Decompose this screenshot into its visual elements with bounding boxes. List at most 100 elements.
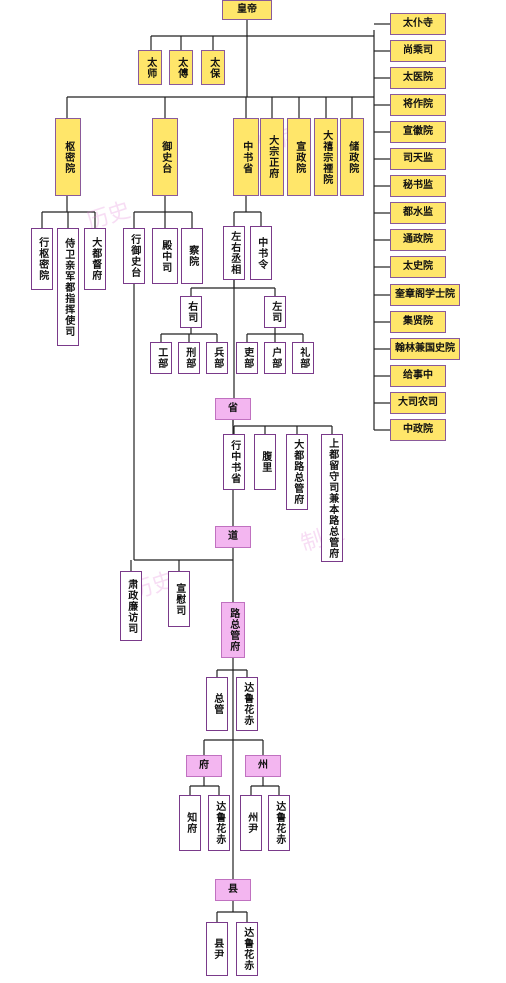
node-daluhuachi-zhou: 达鲁花赤 [268, 795, 290, 851]
node-bingbu: 兵部 [206, 342, 228, 374]
node-label: 宣慰司 [173, 582, 185, 616]
node-label: 翰林兼国史院 [395, 343, 455, 355]
node-libu: 吏部 [236, 342, 258, 374]
node-taishi: 太师 [138, 50, 162, 85]
node-zhou: 州 [245, 755, 281, 777]
node-label: 礼部 [297, 347, 309, 369]
node-fuli: 腹里 [254, 434, 276, 490]
right-list-item: 秘书监 [390, 175, 446, 197]
node-taibao: 太保 [201, 50, 225, 85]
node-luzongguanfu: 路总管府 [221, 602, 245, 658]
node-shangdu: 上都留守司兼本路总管府 [321, 434, 343, 562]
node-zhongshuling: 中书令 [250, 226, 272, 280]
node-label: 达鲁花赤 [213, 801, 225, 845]
right-list-item: 宣徽院 [390, 121, 446, 143]
node-daluhuachi-lu: 达鲁花赤 [236, 677, 258, 731]
node-xingbu: 刑部 [178, 342, 200, 374]
right-list-item: 尚乘司 [390, 40, 446, 62]
node-label: 县 [228, 884, 238, 896]
node-yousi: 右司 [180, 296, 202, 328]
node-label: 行中书省 [228, 440, 240, 484]
node-shiwei: 侍卫亲军都指挥使司 [57, 228, 79, 346]
right-list-item: 司天监 [390, 148, 446, 170]
right-list-item: 通政院 [390, 229, 446, 251]
node-label: 储政院 [346, 140, 358, 174]
node-daluhuachi-xian: 达鲁花赤 [236, 922, 258, 976]
node-xingzhongshusheng: 行中书省 [223, 434, 245, 490]
node-xian: 县 [215, 879, 251, 901]
node-gongbu: 工部 [150, 342, 172, 374]
node-label: 府 [199, 760, 209, 772]
node-chayuan: 察院 [181, 228, 203, 284]
node-label: 右司 [185, 301, 197, 323]
node-taifu: 太傅 [169, 50, 193, 85]
node-label: 中书省 [240, 140, 252, 174]
node-label: 太仆寺 [403, 18, 433, 30]
node-shumiyuan: 枢密院 [55, 118, 81, 196]
node-label: 集贤院 [403, 316, 433, 328]
node-label: 给事中 [403, 370, 433, 382]
node-xuanzhengyuan: 宣政院 [287, 118, 311, 196]
node-label: 太史院 [403, 261, 433, 273]
node-dazongzhengfu: 大宗正府 [260, 118, 284, 196]
node-label: 太保 [207, 56, 219, 79]
node-xianyin: 县尹 [206, 922, 228, 976]
node-xingshumiyuan: 行枢密院 [31, 228, 53, 290]
node-xuanweisi: 宣慰司 [168, 571, 190, 627]
node-chuzhengyuan: 储政院 [340, 118, 364, 196]
node-zuoyouchengxiang: 左右丞相 [223, 226, 245, 280]
node-zuosi: 左司 [264, 296, 286, 328]
right-list-item: 翰林兼国史院 [390, 338, 460, 360]
node-dazhizongyingyuan: 大禧宗禋院 [314, 118, 338, 196]
node-label: 州尹 [245, 812, 257, 834]
node-label: 察院 [186, 245, 198, 267]
node-label: 奎章阁学士院 [395, 289, 455, 301]
right-list-item: 太仆寺 [390, 13, 446, 35]
node-label: 达鲁花赤 [241, 682, 253, 726]
node-label: 侍卫亲军都指挥使司 [62, 237, 74, 337]
node-label: 皇帝 [237, 4, 257, 16]
node-label: 大司农司 [398, 397, 438, 409]
node-label: 太傅 [175, 56, 187, 79]
node-hubu: 户部 [264, 342, 286, 374]
right-list-item: 奎章阁学士院 [390, 284, 460, 306]
node-label: 行枢密院 [36, 237, 48, 281]
right-list-item: 中政院 [390, 419, 446, 441]
node-label: 左右丞相 [228, 231, 240, 275]
right-list-item: 都水监 [390, 202, 446, 224]
node-label: 太师 [144, 56, 156, 79]
node-suzheng: 肃政廉访司 [120, 571, 142, 641]
node-emperor: 皇帝 [222, 0, 272, 20]
node-label: 上都留守司兼本路总管府 [326, 437, 338, 559]
right-list-item: 将作院 [390, 94, 446, 116]
node-label: 肃政廉访司 [125, 578, 137, 634]
node-label: 都水监 [403, 207, 433, 219]
node-sheng: 省 [215, 398, 251, 420]
node-label: 吏部 [241, 347, 253, 369]
node-label: 兵部 [211, 347, 223, 369]
node-dianzhongsi: 殿中司 [152, 228, 178, 284]
node-label: 宣政院 [293, 140, 305, 174]
node-label: 大宗正府 [266, 135, 278, 179]
node-label: 通政院 [403, 234, 433, 246]
node-label: 州 [258, 760, 268, 772]
node-zhongshusheng: 中书省 [233, 118, 259, 196]
node-label: 中政院 [403, 424, 433, 436]
node-fu: 府 [186, 755, 222, 777]
node-libu2: 礼部 [292, 342, 314, 374]
node-label: 左司 [269, 301, 281, 323]
node-label: 县尹 [211, 938, 223, 960]
node-label: 太医院 [403, 72, 433, 84]
node-zhouyin: 州尹 [240, 795, 262, 851]
node-yushitai: 御史台 [152, 118, 178, 196]
node-label: 路总管府 [227, 608, 239, 652]
node-label: 大禧宗禋院 [320, 129, 332, 185]
node-label: 总管 [211, 693, 223, 715]
node-label: 知府 [184, 812, 196, 834]
node-label: 御史台 [159, 140, 171, 174]
node-label: 省 [228, 403, 238, 415]
node-label: 腹里 [259, 451, 271, 473]
node-dadulu: 大都路总管府 [286, 434, 308, 510]
